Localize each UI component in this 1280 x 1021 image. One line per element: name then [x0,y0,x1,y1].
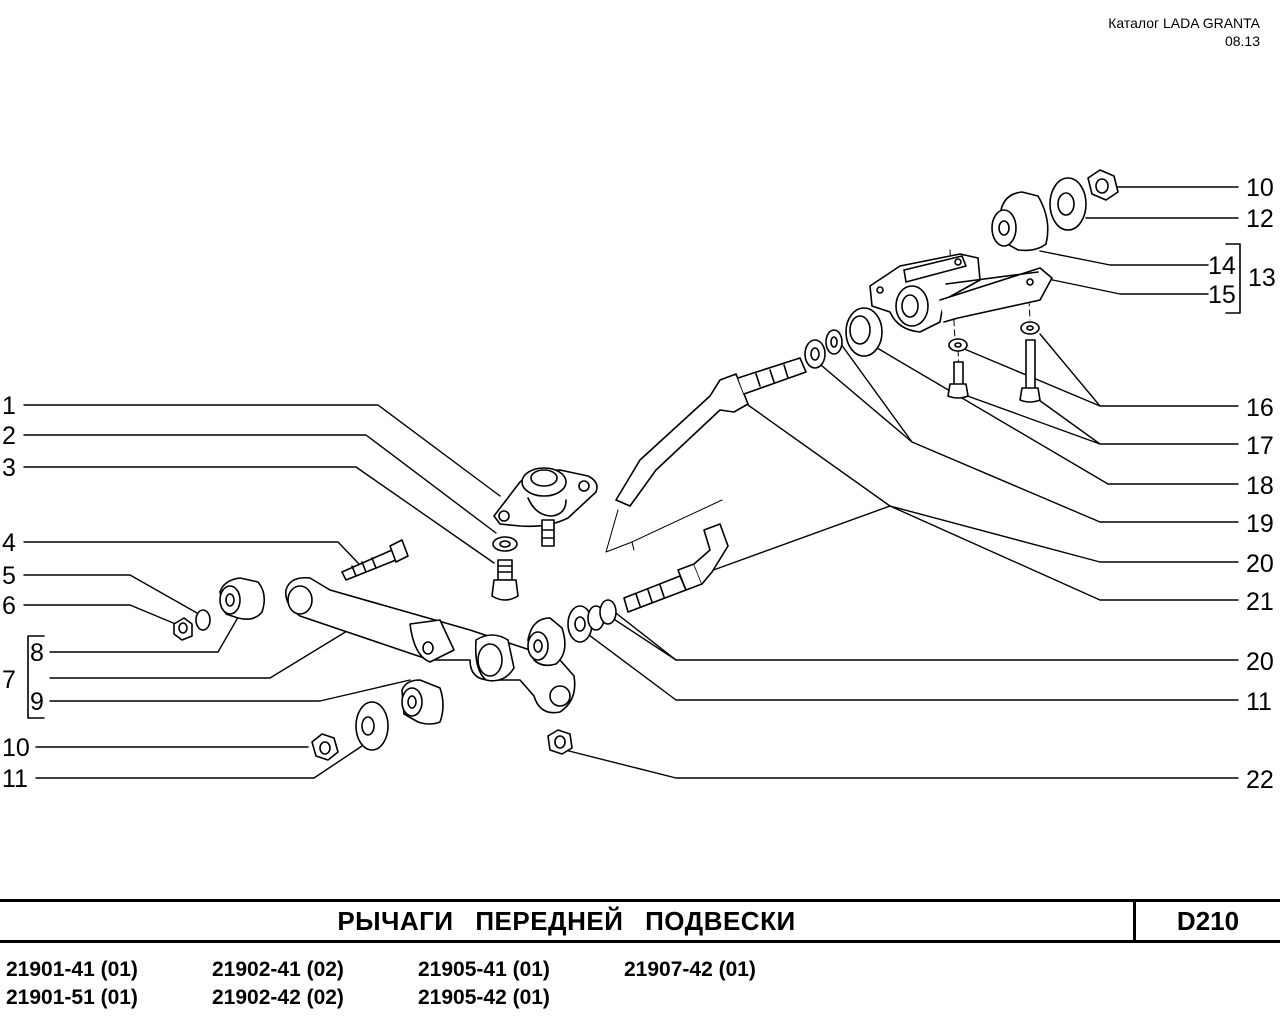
bushing-8 [219,577,266,620]
model-code: 21901-41 (01) [6,958,138,981]
callout-22: 22 [1246,766,1274,794]
callout-18: 18 [1246,472,1274,500]
page-title: РЫЧАГИ ПЕРЕДНЕЙ ПОДВЕСКИ [337,906,796,936]
callout-7: 7 [2,666,16,694]
model-code: 21907-42 (01) [624,958,756,981]
callout-12: 12 [1246,205,1274,233]
callout-19: 19 [1246,510,1274,538]
nut-10-right [1087,169,1119,201]
leader-lines-right [564,186,1239,779]
callout-8: 8 [30,639,44,667]
stabilizer-bar-upper [615,357,807,507]
callout-10: 10 [2,734,30,762]
cushion-19 [845,307,883,357]
callout-17: 17 [1246,432,1274,460]
callouts-right: 10 12 14 13 15 16 17 18 19 20 21 20 11 2… [1208,174,1276,794]
callout-1: 1 [2,392,16,420]
callout-20-lower: 20 [1246,648,1274,676]
washer-16-a [948,338,968,352]
bolt-3 [491,559,519,601]
model-code: 21901-51 (01) [6,986,138,1009]
washer-stack-11 [567,599,617,643]
bracket-7 [27,635,45,719]
callout-20-upper: 20 [1246,550,1274,578]
callout-6: 6 [2,592,16,620]
callout-3: 3 [2,454,16,482]
ball-joint [493,467,598,547]
callout-13: 13 [1248,264,1276,292]
bolt-4 [341,539,409,581]
subframe-bracket [869,253,1053,333]
bolt-17-a [947,361,969,399]
callout-14: 14 [1208,252,1236,280]
model-code: 21905-42 (01) [418,986,550,1009]
callout-9: 9 [30,688,44,716]
washer-20-upper [804,339,826,369]
callout-10-right: 10 [1246,174,1274,202]
callout-4: 4 [2,529,16,557]
spring-washer [492,536,518,552]
callout-21: 21 [1246,588,1274,616]
model-code: 21905-41 (01) [418,958,550,981]
washer-16-b [1020,321,1040,335]
bar-break-marks [605,499,723,553]
stabilizer-bar-lower [623,523,729,613]
washer-18-upper [825,329,843,355]
catalog-name: Каталог LADA GRANTA [1108,15,1260,31]
model-list: 21901-41 (01) 21901-51 (01) 21902-41 (02… [6,958,1276,1014]
sheet-code: D210 [1133,902,1280,940]
callouts-left: 1 2 3 4 5 6 7 8 9 10 11 [2,392,44,793]
catalog-header: Каталог LADA GRANTA 08.13 [1108,14,1260,50]
washer-5 [195,609,211,631]
bushing-12 [991,191,1049,252]
callout-5: 5 [2,562,16,590]
bolt-17-b [1019,339,1041,403]
callout-11: 11 [2,765,28,793]
washer-12 [1049,177,1087,231]
title-bar: РЫЧАГИ ПЕРЕДНЕЙ ПОДВЕСКИ D210 [0,899,1280,943]
bushing-arm-rear [527,617,566,667]
callout-11-right: 11 [1246,688,1272,716]
bracket-13 [1225,243,1241,314]
callout-15: 15 [1208,281,1236,309]
nut-22 [547,729,573,755]
callout-2: 2 [2,422,16,450]
exploded-parts-diagram: 1 2 3 4 5 6 7 8 9 10 11 10 12 14 13 15 1… [2,169,1276,794]
catalog-date: 08.13 [1224,33,1260,49]
bushing-9 [401,679,444,725]
nut-10-left [311,733,339,761]
nut-6 [173,617,193,641]
washer-11-left [355,701,389,751]
callout-16: 16 [1246,394,1274,422]
model-code: 21902-42 (02) [212,986,344,1009]
model-code: 21902-41 (02) [212,958,344,981]
lower-control-arm [284,576,576,714]
